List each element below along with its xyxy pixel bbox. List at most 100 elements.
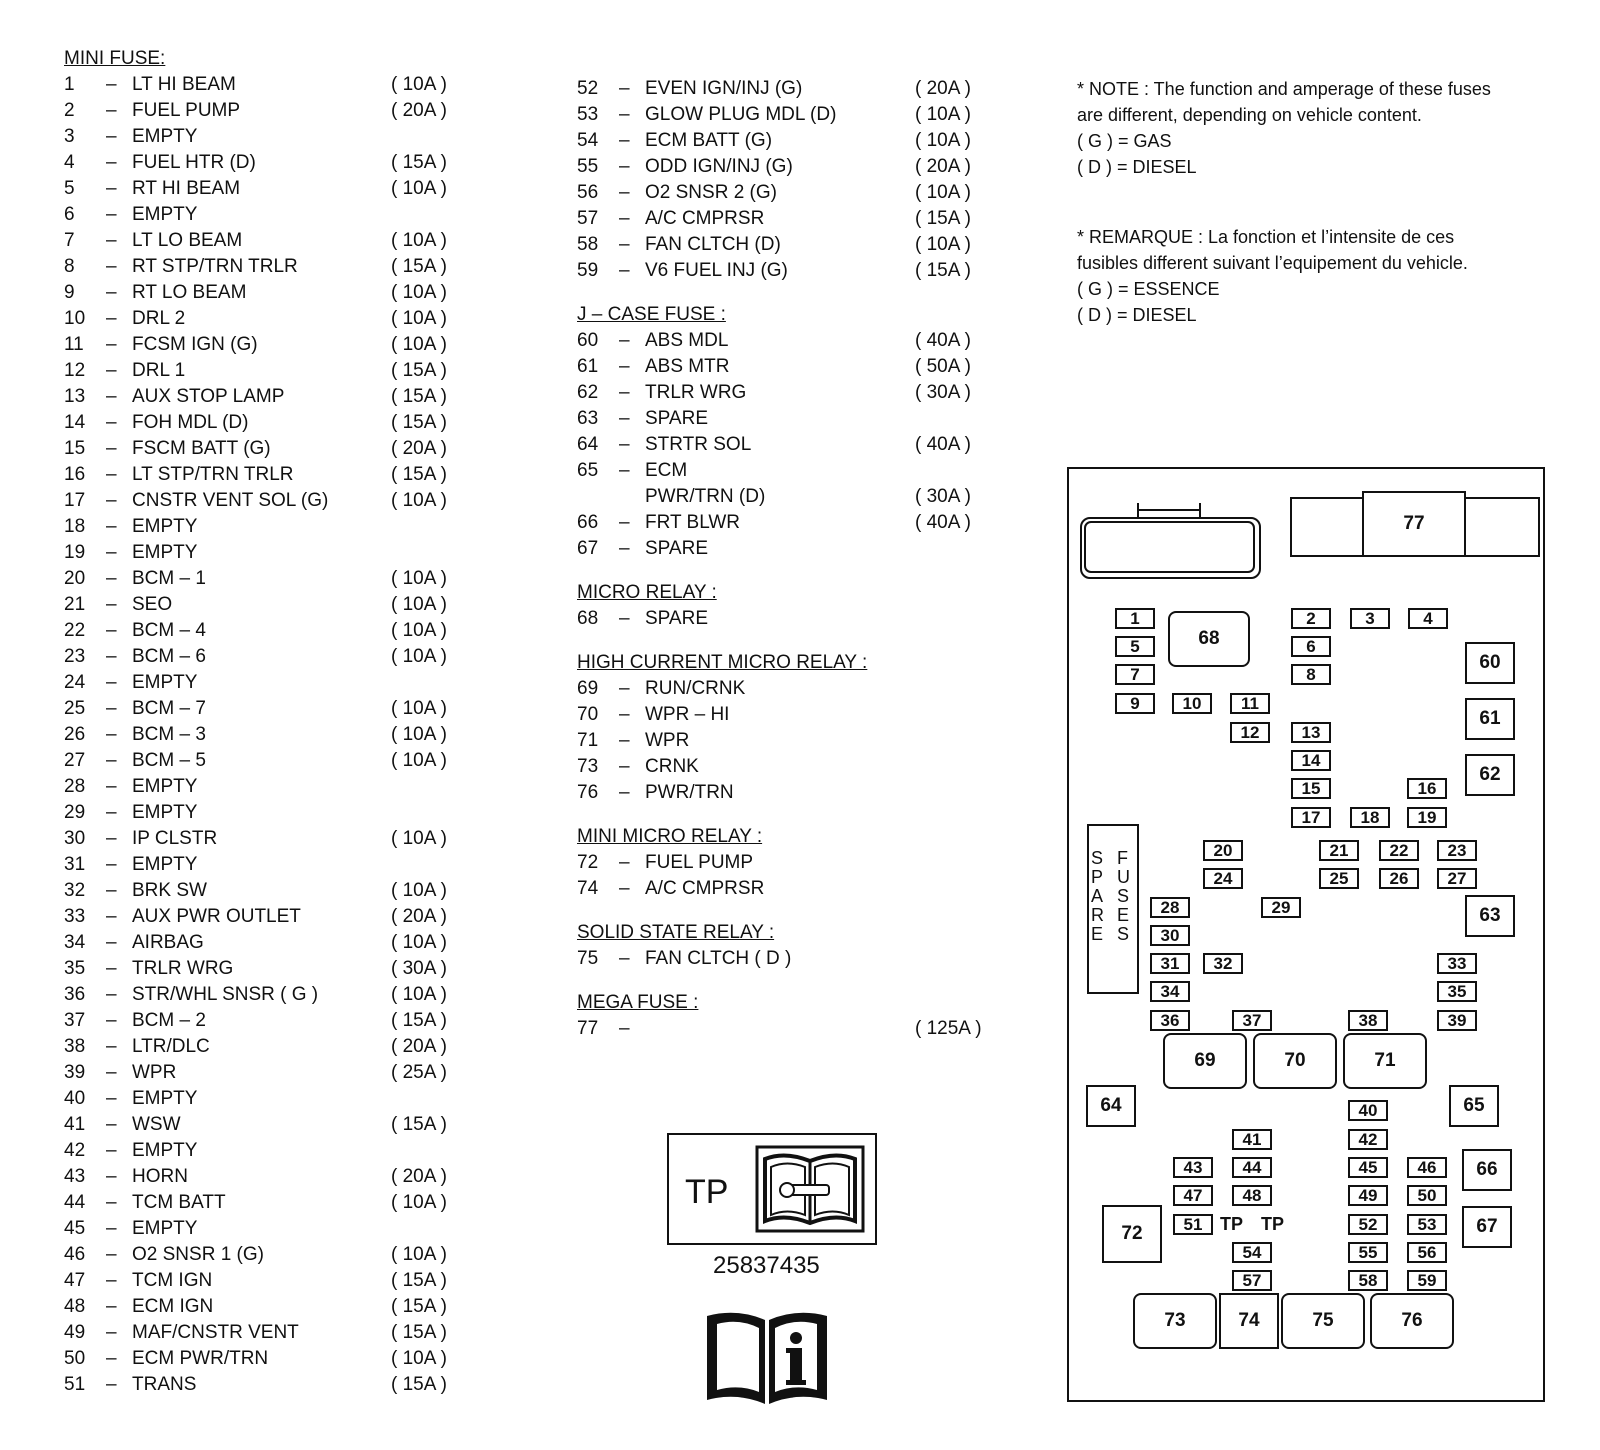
fuse-description: SPARE xyxy=(645,608,709,629)
fuse-2: 2 xyxy=(1291,608,1331,629)
fuse-amperage: ( 10A ) xyxy=(391,568,447,589)
fuse-amperage: ( 15A ) xyxy=(391,1322,447,1343)
fuse-row: 32–BRK SW( 10A ) xyxy=(64,878,484,904)
fuse-number: 36 xyxy=(64,984,86,1005)
fuse-45: 45 xyxy=(1348,1157,1388,1178)
solid-state-list: 75–FAN CLTCH ( D ) xyxy=(577,946,1007,972)
fuse-amperage: ( 10A ) xyxy=(391,490,447,511)
fuse-number: 66 xyxy=(577,512,599,533)
fuse-row: 73–CRNK xyxy=(577,754,1007,780)
dash: – xyxy=(106,334,117,355)
fuse-42: 42 xyxy=(1348,1129,1388,1150)
fuse-description: EMPTY xyxy=(132,776,198,797)
fuse-number: 64 xyxy=(577,434,599,455)
dash: – xyxy=(106,1166,117,1187)
relay-73: 73 xyxy=(1133,1293,1217,1349)
fuse-row: 54–ECM BATT (G)( 10A ) xyxy=(577,128,1007,154)
fuse-row: 11–FCSM IGN (G)( 10A ) xyxy=(64,332,484,358)
fuse-33: 33 xyxy=(1437,953,1477,974)
fuse-amperage: ( 125A ) xyxy=(915,1018,982,1039)
fuse-description: AUX STOP LAMP xyxy=(132,386,285,407)
fuse-46: 46 xyxy=(1407,1157,1447,1178)
fuse-amperage: ( 20A ) xyxy=(391,438,447,459)
relay-69: 69 xyxy=(1163,1033,1247,1089)
tp-test-point-2: TP xyxy=(1261,1214,1285,1234)
fuse-12: 12 xyxy=(1230,722,1270,743)
mini-fuse-list: 1–LT HI BEAM( 10A )2–FUEL PUMP( 20A )3–E… xyxy=(64,72,484,1398)
mega-fuse-list: 77–( 125A ) xyxy=(577,1016,1007,1042)
fuse-amperage: ( 10A ) xyxy=(391,334,447,355)
fuse-row: 72–FUEL PUMP xyxy=(577,850,1007,876)
fuse-number: 29 xyxy=(64,802,86,823)
fuse-amperage: ( 10A ) xyxy=(391,698,447,719)
fuse-number: 63 xyxy=(577,408,599,429)
dash: – xyxy=(619,730,630,751)
fuse-25: 25 xyxy=(1319,868,1359,889)
fuse-34: 34 xyxy=(1150,981,1190,1002)
fuse-row: 8–RT STP/TRN TRLR( 15A ) xyxy=(64,254,484,280)
dash: – xyxy=(106,672,117,693)
fuse-number: 9 xyxy=(64,282,75,303)
fuse-number: 24 xyxy=(64,672,86,693)
fuse-11: 11 xyxy=(1230,693,1270,714)
j-case-header: J – CASE FUSE : xyxy=(577,304,726,325)
fuse-66: 66 xyxy=(1462,1149,1512,1191)
fuse-description: WPR – HI xyxy=(645,704,730,725)
fuse-row: 4–FUEL HTR (D)( 15A ) xyxy=(64,150,484,176)
fuse-amperage: ( 10A ) xyxy=(915,182,971,203)
fuse-row: 56–O2 SNSR 2 (G)( 10A ) xyxy=(577,180,1007,206)
dash: – xyxy=(106,490,117,511)
fuse-description: EVEN IGN/INJ (G) xyxy=(645,78,803,99)
fuse-amperage: ( 10A ) xyxy=(915,104,971,125)
dash: – xyxy=(106,100,117,121)
fuse-number: 18 xyxy=(64,516,86,537)
fuse-number: 28 xyxy=(64,776,86,797)
fuse-description: ECM BATT (G) xyxy=(645,130,773,151)
dash: – xyxy=(619,678,630,699)
fuse-description: BCM – 2 xyxy=(132,1010,206,1031)
j-case-list: 60–ABS MDL( 40A )61–ABS MTR( 50A )62–TRL… xyxy=(577,328,1007,562)
fuse-description: ABS MDL xyxy=(645,330,729,351)
dash: – xyxy=(106,698,117,719)
fuse-amperage: ( 15A ) xyxy=(915,208,971,229)
relay-76: 76 xyxy=(1370,1293,1454,1349)
fuse-row: 69–RUN/CRNK xyxy=(577,676,1007,702)
fuse-5: 5 xyxy=(1115,636,1155,657)
fuse-58: 58 xyxy=(1348,1270,1388,1291)
dash: – xyxy=(106,906,117,927)
dash: – xyxy=(106,1296,117,1317)
fuse-row: 20–BCM – 1( 10A ) xyxy=(64,566,484,592)
dash: – xyxy=(106,1140,117,1161)
dash: – xyxy=(106,386,117,407)
fuse-number: 45 xyxy=(64,1218,86,1239)
fuse-amperage: ( 40A ) xyxy=(915,434,971,455)
fuse-row: 66–FRT BLWR( 40A ) xyxy=(577,510,1007,536)
fuse-36: 36 xyxy=(1150,1010,1190,1031)
fuse-description: EMPTY xyxy=(132,1088,198,1109)
fuse-number: 58 xyxy=(577,234,599,255)
fuse-description: HORN xyxy=(132,1166,188,1187)
dash: – xyxy=(106,126,117,147)
manual-wrench-icon xyxy=(755,1145,865,1233)
fuse-number: 70 xyxy=(577,704,599,725)
fuse-description: V6 FUEL INJ (G) xyxy=(645,260,788,281)
fuse-number: 31 xyxy=(64,854,86,875)
dash: – xyxy=(106,74,117,95)
dash: – xyxy=(619,234,630,255)
fuse-amperage: ( 10A ) xyxy=(391,230,447,251)
fuse-row: 2–FUEL PUMP( 20A ) xyxy=(64,98,484,124)
fuse-number: 37 xyxy=(64,1010,86,1031)
fuse-row: 10–DRL 2( 10A ) xyxy=(64,306,484,332)
fuse-35: 35 xyxy=(1437,981,1477,1002)
dash: – xyxy=(106,1062,117,1083)
fuse-amperage: ( 10A ) xyxy=(391,724,447,745)
fuse-row: 48–ECM IGN( 15A ) xyxy=(64,1294,484,1320)
fuse-amperage: ( 10A ) xyxy=(391,178,447,199)
fuse-row: 12–DRL 1( 15A ) xyxy=(64,358,484,384)
dash: – xyxy=(106,1010,117,1031)
dash: – xyxy=(106,984,117,1005)
fuse-description: A/C CMPRSR xyxy=(645,208,765,229)
fuse-row: 51–TRANS( 15A ) xyxy=(64,1372,484,1398)
dash: – xyxy=(619,512,630,533)
fuse-description: TRANS xyxy=(132,1374,197,1395)
